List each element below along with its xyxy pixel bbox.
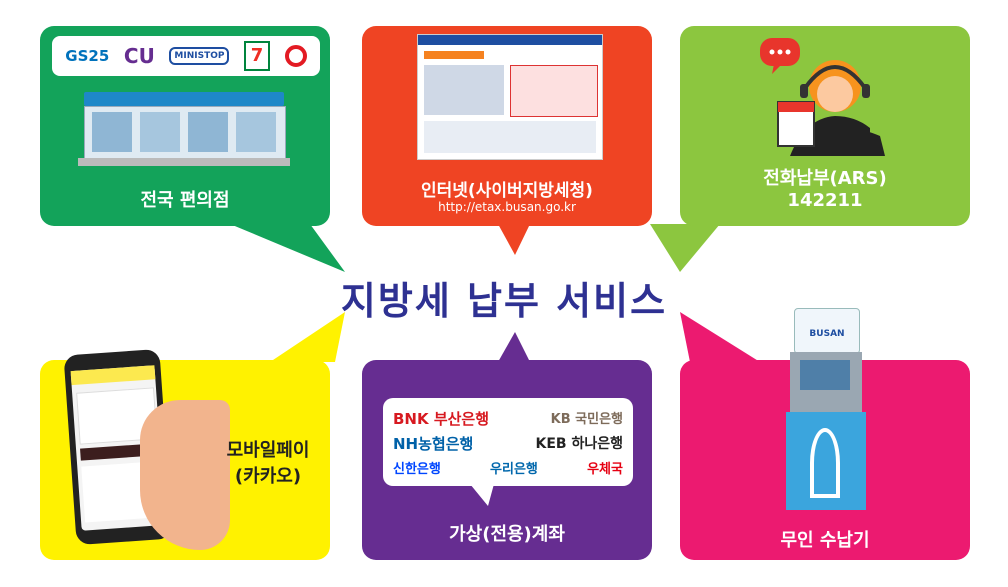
hand-image	[140, 400, 230, 550]
phone-ars-number: 142211	[787, 190, 863, 211]
kiosk-machine-image: BUSAN	[786, 308, 866, 514]
phone-ars-label: 전화납부(ARS)	[763, 168, 887, 189]
bnk-busan-bank-logo: BNK 부산은행	[393, 410, 490, 428]
ministop-logo: MINISTOP	[169, 47, 230, 65]
shinhan-bank-logo: 신한은행	[393, 462, 441, 477]
convenience-store-image	[78, 92, 290, 168]
woori-bank-logo: 우리은행	[490, 462, 538, 477]
post-office-logo: 우체국	[587, 462, 623, 477]
nh-nonghyup-bank-logo: NH농협은행	[393, 435, 474, 453]
bank-logo-list: BNK 부산은행 KB 국민은행 NH농협은행 KEB 하나은행 신한은행 우리…	[383, 398, 633, 486]
bank-row-2: NH농협은행 KEB 하나은행	[393, 433, 623, 454]
recycle-logo-icon	[284, 45, 307, 67]
cu-logo: CU	[123, 44, 155, 68]
page-title: 지방세 납부 서비스	[340, 279, 668, 323]
kiosk-brand: BUSAN	[809, 329, 845, 339]
internet-url: http://etax.busan.go.kr	[438, 200, 576, 214]
etax-website-screenshot	[417, 34, 603, 160]
gs25-logo: GS25	[65, 47, 110, 65]
bank-row-1: BNK 부산은행 KB 국민은행	[393, 408, 623, 429]
virtual-account-label: 가상(전용)계좌	[449, 524, 565, 545]
banklist-tail-shape	[470, 484, 494, 506]
seven-eleven-logo: 7	[244, 41, 271, 71]
seven-eleven-number-icon: 7	[250, 45, 264, 66]
keb-hana-bank-logo: KEB 하나은행	[535, 436, 623, 452]
call-center-agent-icon	[760, 38, 885, 156]
kb-kookmin-bank-logo: KB 국민은행	[550, 412, 623, 427]
kiosk-label: 무인 수납기	[780, 530, 870, 551]
bank-row-3: 신한은행 우리은행 우체국	[393, 458, 623, 477]
mobile-pay-label-line1: 모바일페이	[226, 440, 310, 461]
convenience-label: 전국 편의점	[140, 190, 230, 211]
mobile-pay-label-line2: (카카오)	[234, 466, 302, 487]
convenience-brand-logos: GS25 CU MINISTOP 7	[52, 36, 320, 76]
internet-label: 인터넷(사이버지방세청)	[421, 181, 593, 201]
